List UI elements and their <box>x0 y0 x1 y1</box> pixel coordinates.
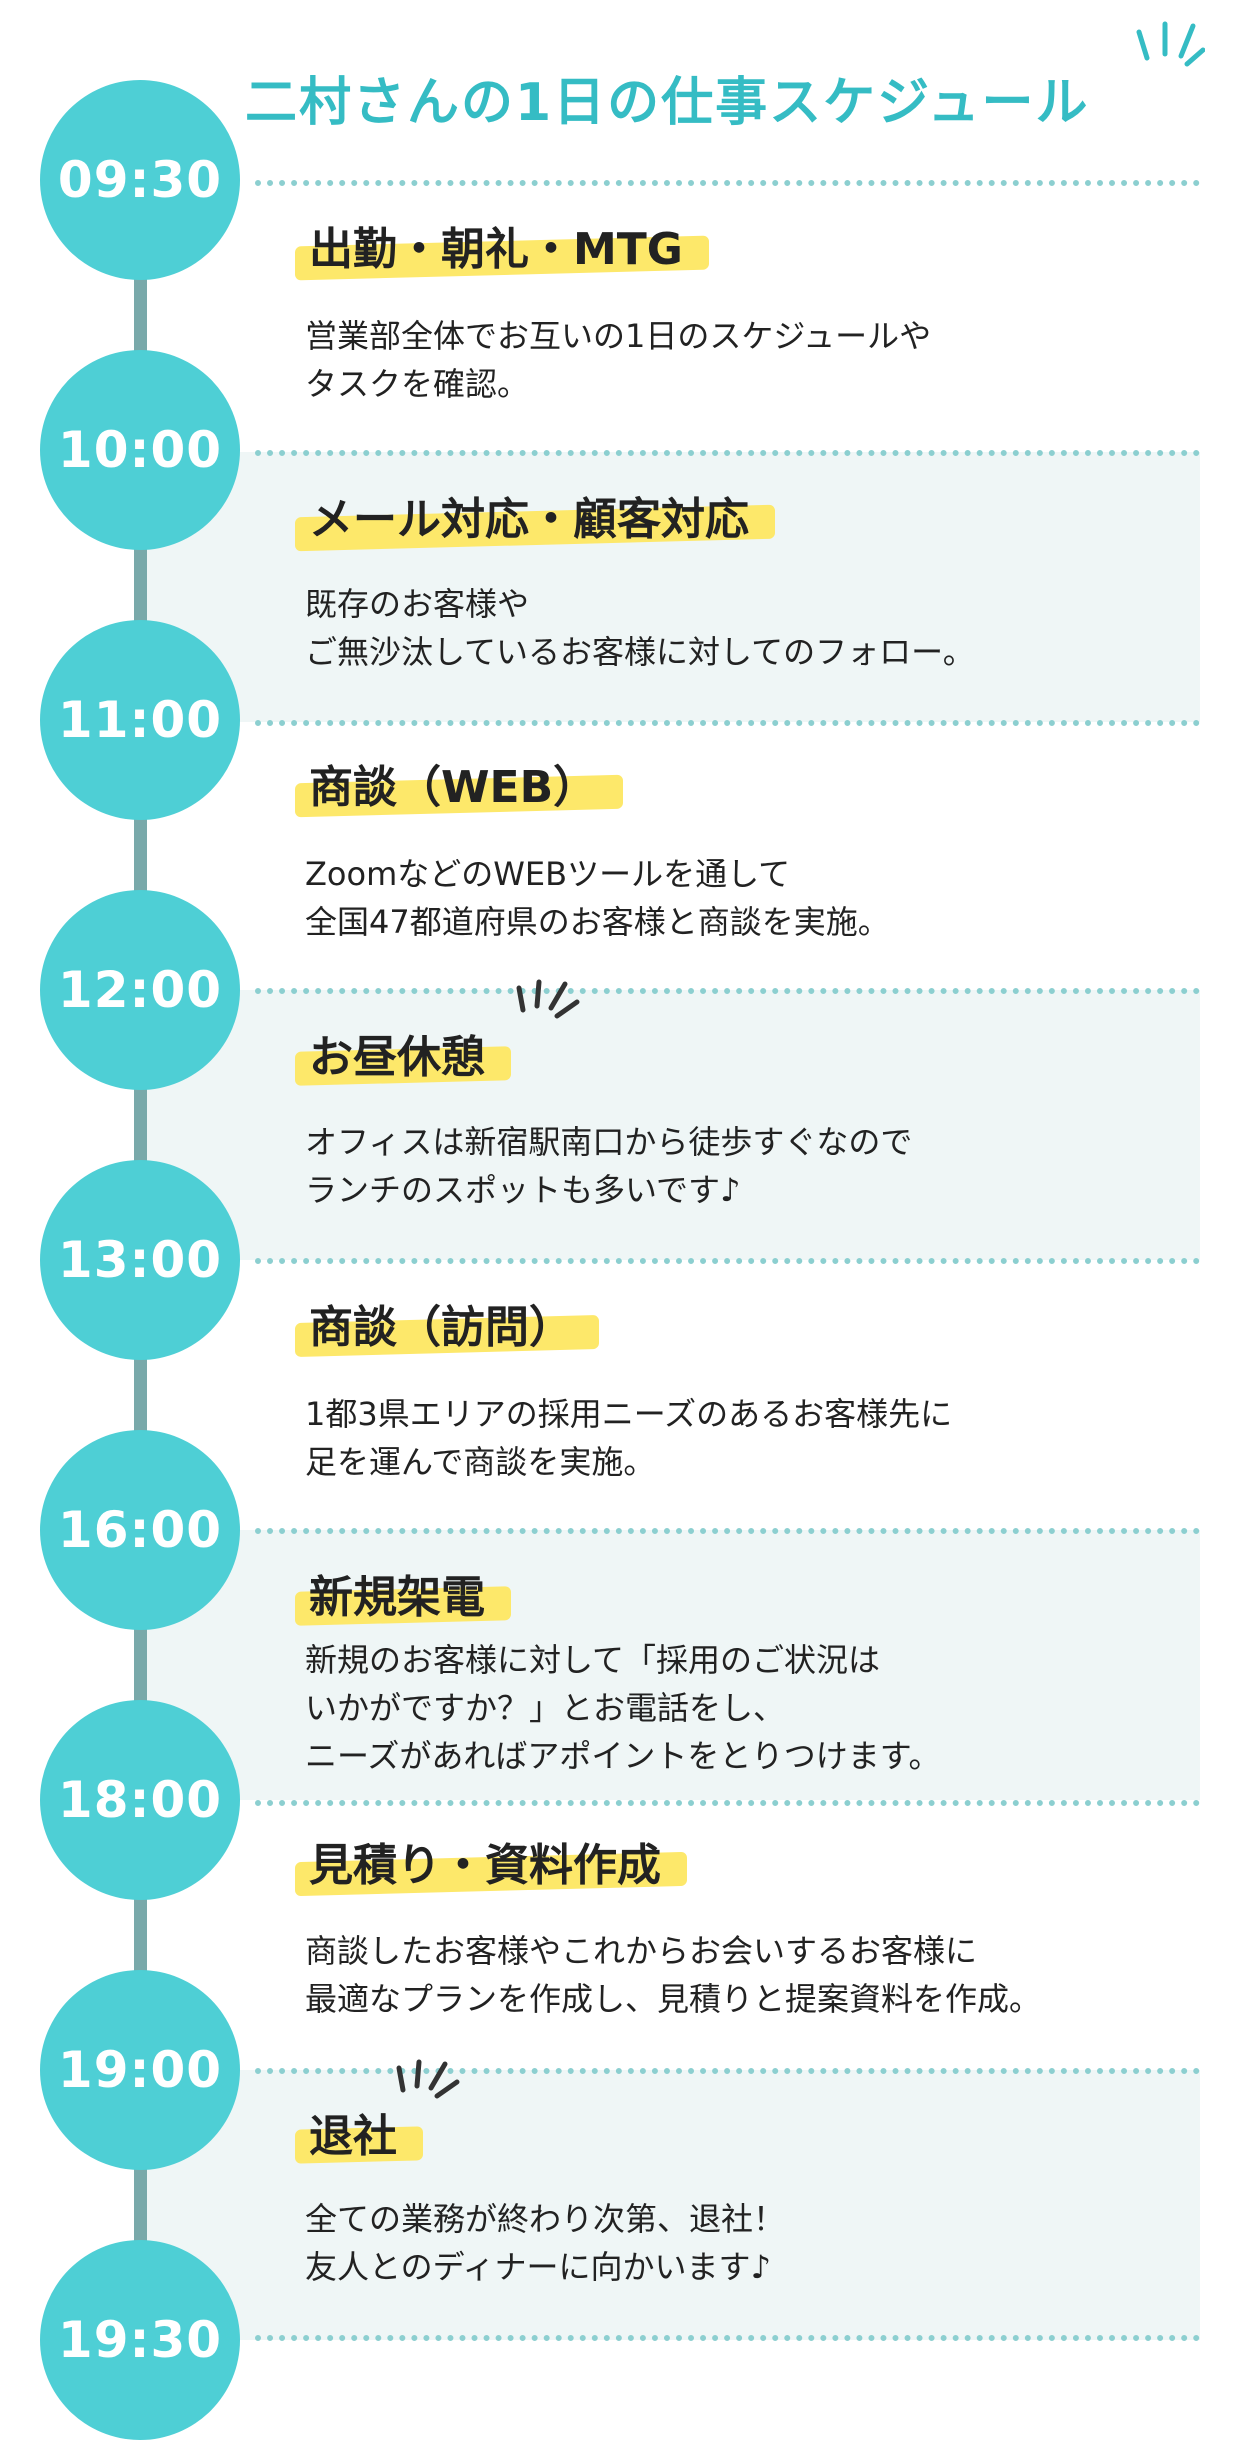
entry-heading: 商談（WEB） <box>295 751 624 818</box>
band-row-2 <box>142 452 1200 722</box>
entry-heading: 出勤・朝礼・MTG <box>295 213 709 281</box>
entry-description: 1都3県エリアの採用ニーズのあるお客様先に 足を運んで商談を実施。 <box>305 1395 953 1481</box>
band-row-4 <box>142 990 1200 1260</box>
separator-line <box>255 180 1200 186</box>
separator-line <box>255 1258 1200 1264</box>
sparkle-icon <box>1136 21 1205 67</box>
entry-description: 新規のお客様に対して「採用のご状況は いかがですか？」とお電話をし、 ニーズがあ… <box>305 1641 941 1775</box>
time-circle: 16:00 <box>40 1430 240 1630</box>
separator-line <box>255 450 1200 456</box>
entry-description: 全ての業務が終わり次第、退社！ 友人とのディナーに向かいます♪ <box>305 2200 786 2286</box>
entry-heading: 見積り・資料作成 <box>295 1829 687 1897</box>
page-title: 二村さんの1日の仕事スケジュール <box>245 73 1090 133</box>
time-circle: 11:00 <box>40 620 240 820</box>
entry-description: ZoomなどのWEBツールを通して 全国47都道府県のお客様と商談を実施。 <box>305 855 890 941</box>
time-circle: 10:00 <box>40 350 240 550</box>
time-circle: 19:30 <box>40 2240 240 2440</box>
separator-line <box>255 988 1200 994</box>
entry-description: 既存のお客様や ご無沙汰しているお客様に対してのフォロー。 <box>305 585 975 671</box>
band-row-8 <box>142 2070 1200 2340</box>
time-circle: 09:30 <box>40 80 240 280</box>
band-row-6 <box>142 1530 1200 1800</box>
entry-description: 商談したお客様やこれからお会いするお客様に 最適なプランを作成し、見積りと提案資… <box>305 1932 1042 2018</box>
time-circle: 13:00 <box>40 1160 240 1360</box>
sparkle-icon <box>516 979 580 1019</box>
entry-heading: 商談（訪問） <box>295 1291 599 1357</box>
entry-heading: メール対応・顧客対応 <box>295 483 775 552</box>
separator-line <box>255 1800 1200 1806</box>
entry-description: オフィスは新宿駅南口から徒歩すぐなので ランチのスポットも多いです♪ <box>305 1123 913 1209</box>
entry-heading: 新規架電 <box>295 1561 511 1626</box>
sparkle-icon <box>396 2059 460 2099</box>
separator-line <box>255 2068 1200 2074</box>
time-circle: 12:00 <box>40 890 240 1090</box>
time-circle: 18:00 <box>40 1700 240 1900</box>
entry-description: 営業部全体でお互いの1日のスケジュールや タスクを確認。 <box>305 317 932 403</box>
separator-line <box>255 2335 1200 2341</box>
time-circle: 19:00 <box>40 1970 240 2170</box>
entry-heading: お昼休憩 <box>295 1021 511 1086</box>
entry-heading: 退社 <box>295 2100 423 2164</box>
separator-line <box>255 720 1200 726</box>
separator-line <box>255 1528 1200 1534</box>
